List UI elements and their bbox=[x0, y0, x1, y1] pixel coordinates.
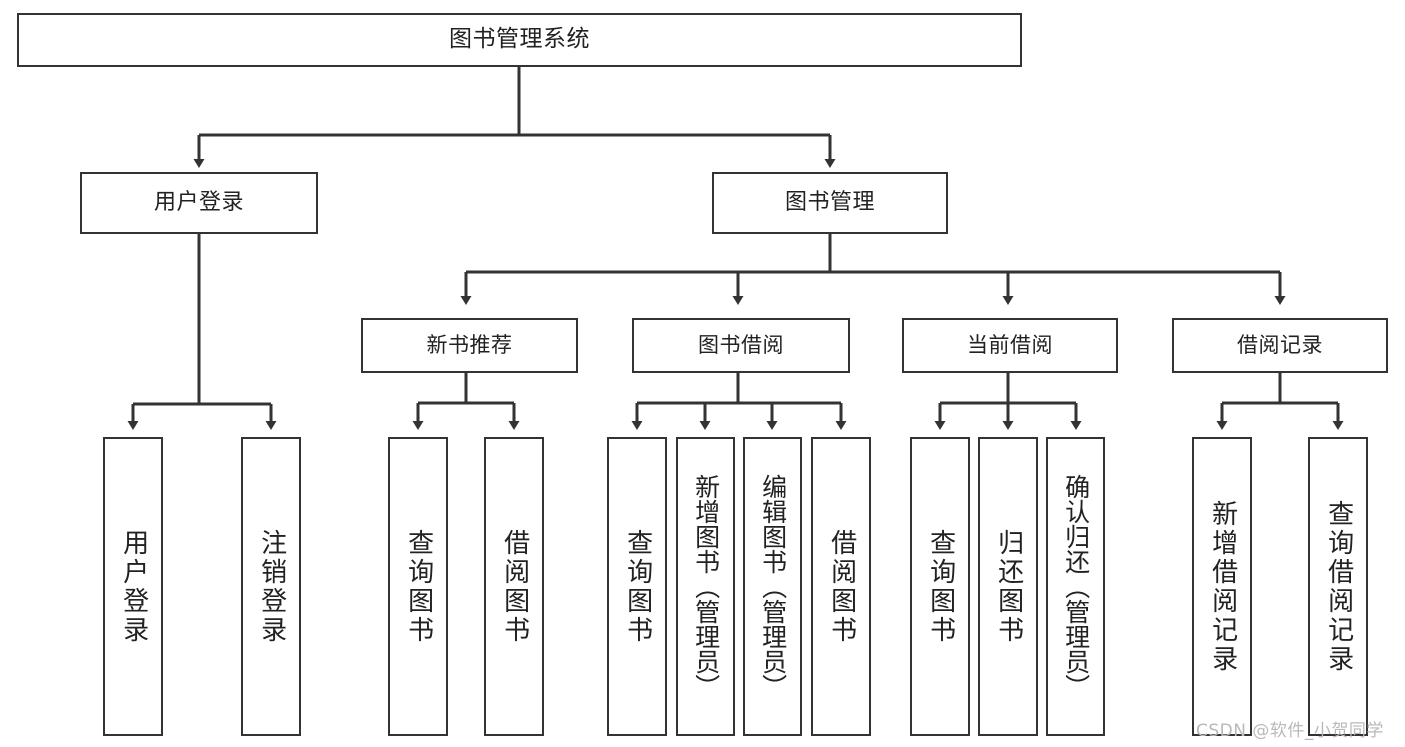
node-label: 新增借阅记录 bbox=[1207, 499, 1238, 674]
leaf-return-book[interactable]: 归还图书 bbox=[978, 437, 1038, 736]
leaf-query-borrow-record[interactable]: 查询借阅记录 bbox=[1308, 437, 1368, 736]
node-label: 借阅图书 bbox=[826, 528, 857, 645]
node-label: 图书管理系统 bbox=[449, 26, 590, 53]
node-label: 编辑图书（管理员） bbox=[758, 474, 788, 699]
leaf-user-login[interactable]: 用户登录 bbox=[103, 437, 163, 736]
node-label: 查询图书 bbox=[403, 528, 434, 645]
csdn-watermark: CSDN @软件_小贺同学 bbox=[1196, 721, 1384, 741]
leaf-logout[interactable]: 注销登录 bbox=[241, 437, 301, 736]
leaf-query-book-3[interactable]: 查询图书 bbox=[910, 437, 970, 736]
node-label: 借阅记录 bbox=[1237, 332, 1323, 357]
node-label: 借阅图书 bbox=[499, 528, 530, 645]
node-book-borrow[interactable]: 图书借阅 bbox=[632, 318, 850, 373]
leaf-query-book-2[interactable]: 查询图书 bbox=[607, 437, 667, 736]
leaf-borrow-book-1[interactable]: 借阅图书 bbox=[484, 437, 544, 736]
node-label: 归还图书 bbox=[993, 528, 1024, 645]
node-label: 当前借阅 bbox=[967, 332, 1053, 357]
node-label: 确认归还（管理员） bbox=[1061, 474, 1091, 699]
node-book-management-system[interactable]: 图书管理系统 bbox=[17, 13, 1022, 67]
leaf-query-book-1[interactable]: 查询图书 bbox=[388, 437, 448, 736]
node-label: 图书借阅 bbox=[698, 332, 784, 357]
node-label: 用户登录 bbox=[118, 528, 149, 645]
node-label: 新增图书（管理员） bbox=[691, 474, 721, 699]
leaf-edit-book[interactable]: 编辑图书（管理员） bbox=[743, 437, 802, 736]
node-label: 图书管理 bbox=[784, 189, 875, 215]
node-label: 查询图书 bbox=[925, 528, 956, 645]
leaf-confirm-return[interactable]: 确认归还（管理员） bbox=[1046, 437, 1105, 736]
node-current-borrow[interactable]: 当前借阅 bbox=[902, 318, 1118, 373]
node-label: 查询图书 bbox=[622, 528, 653, 645]
node-label: 新书推荐 bbox=[426, 332, 513, 357]
node-borrow-record[interactable]: 借阅记录 bbox=[1172, 318, 1388, 373]
node-label: 查询借阅记录 bbox=[1323, 499, 1354, 674]
node-label: 用户登录 bbox=[153, 189, 244, 215]
leaf-borrow-book-2[interactable]: 借阅图书 bbox=[811, 437, 871, 736]
node-book-management[interactable]: 图书管理 bbox=[712, 172, 948, 234]
node-new-book-recommend[interactable]: 新书推荐 bbox=[361, 318, 578, 373]
node-user-login[interactable]: 用户登录 bbox=[80, 172, 318, 234]
leaf-add-borrow-record[interactable]: 新增借阅记录 bbox=[1192, 437, 1252, 736]
node-label: 注销登录 bbox=[256, 528, 287, 645]
leaf-add-book[interactable]: 新增图书（管理员） bbox=[676, 437, 735, 736]
